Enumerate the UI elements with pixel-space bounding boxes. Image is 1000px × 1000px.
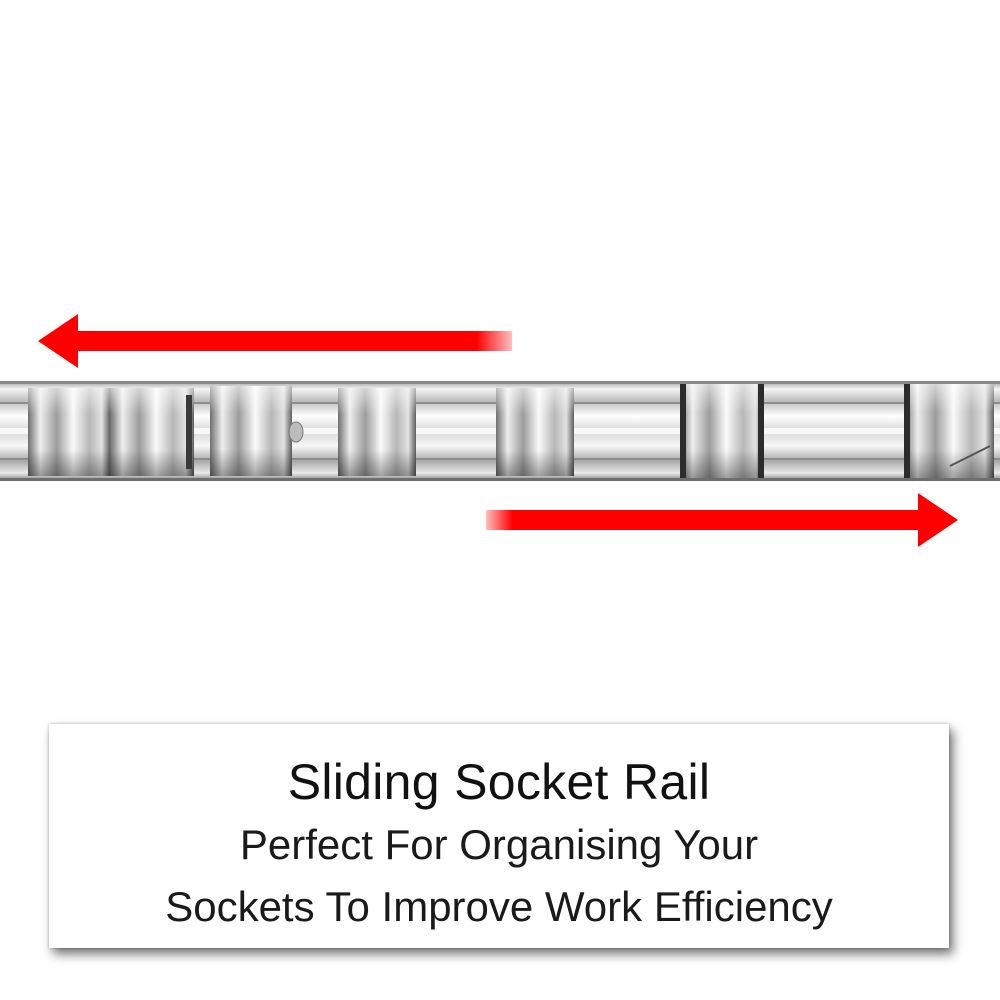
socket-clips bbox=[28, 384, 994, 478]
arrow-right-icon bbox=[486, 493, 958, 547]
socket-clip bbox=[680, 384, 764, 478]
caption-title: Sliding Socket Rail bbox=[287, 754, 711, 810]
socket-clip bbox=[338, 388, 416, 476]
socket-clip bbox=[210, 386, 304, 476]
caption-card: Sliding Socket Rail Perfect For Organisi… bbox=[49, 724, 949, 948]
socket-clip bbox=[496, 388, 574, 476]
caption-line-2: Sockets To Improve Work Efficiency bbox=[165, 883, 833, 930]
arrow-left-icon bbox=[38, 314, 512, 368]
caption-line-1: Perfect For Organising Your bbox=[239, 821, 759, 868]
socket-clip bbox=[904, 384, 994, 478]
socket-clip bbox=[110, 388, 194, 476]
socket-clip bbox=[28, 388, 110, 476]
